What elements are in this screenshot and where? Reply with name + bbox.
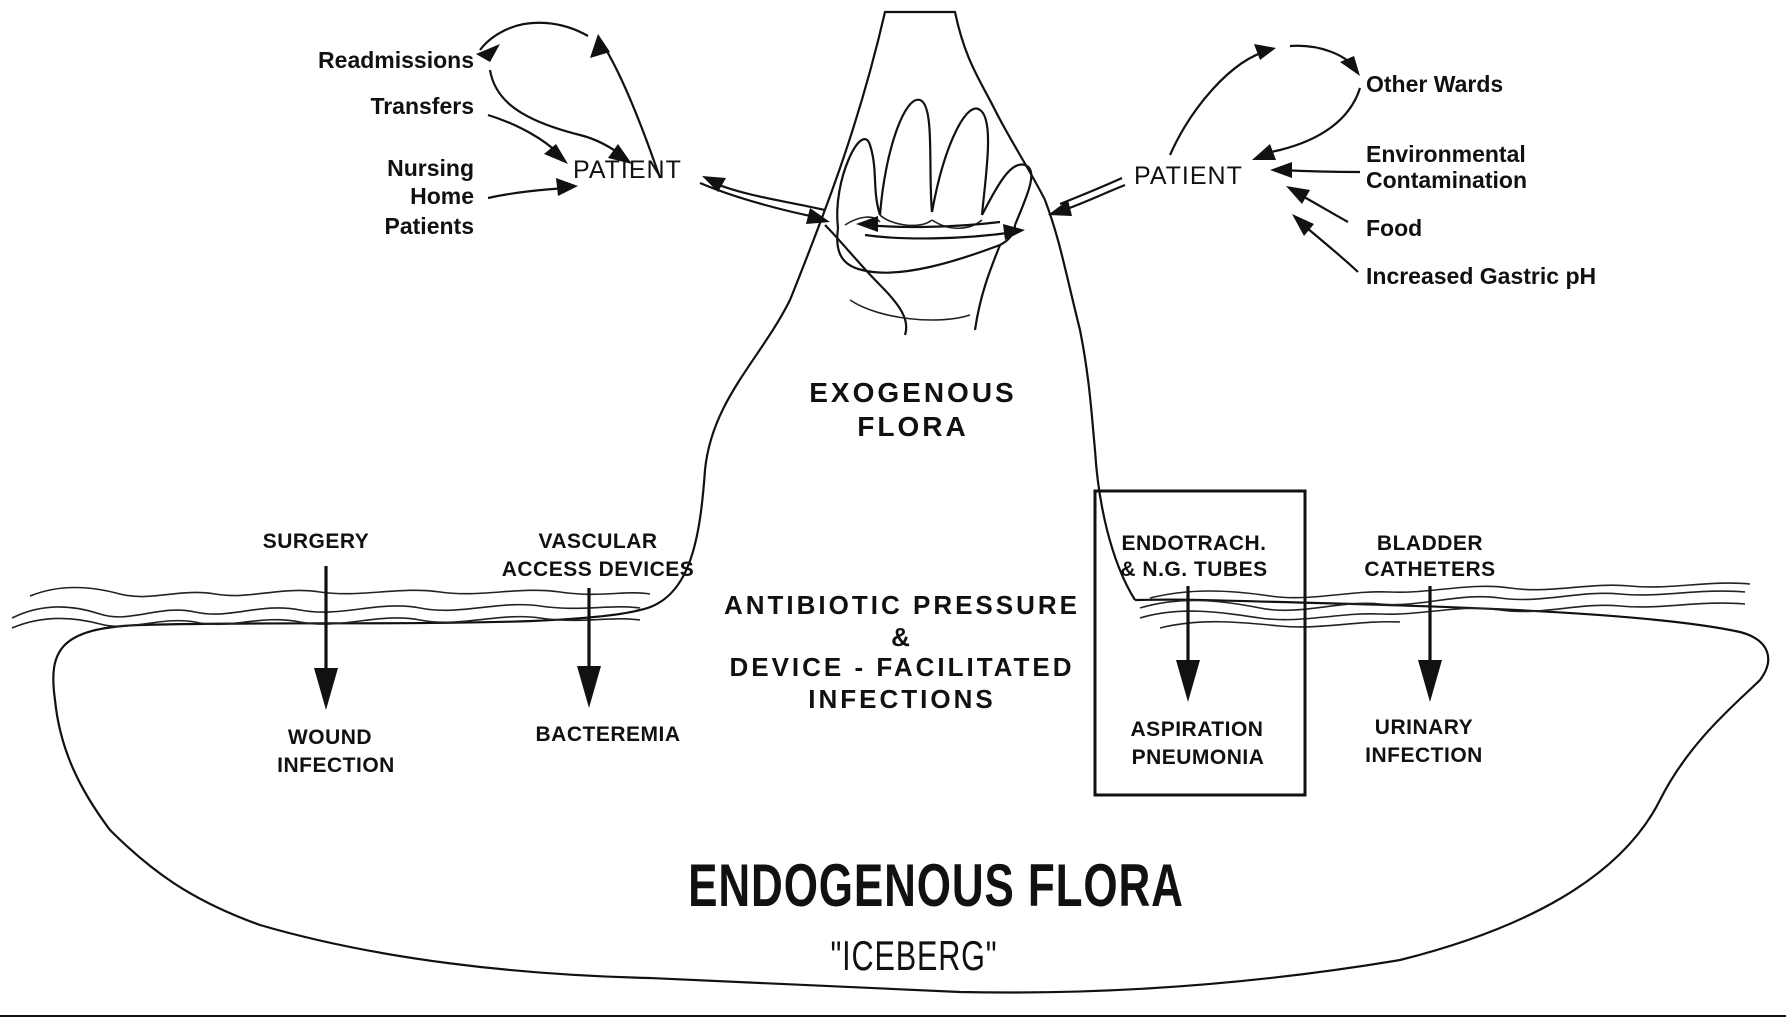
wound-infection-label-2: INFECTION — [277, 754, 395, 777]
endotrach-label-1: ENDOTRACH. — [1122, 532, 1267, 555]
endogenous-flora-title: ENDOGENOUS FLORA — [688, 852, 1184, 919]
endotrach-label-2: & N.G. TUBES — [1120, 558, 1267, 581]
nursing-home-label-1: Nursing — [387, 155, 474, 181]
nursing-home-label-3: Patients — [385, 213, 474, 239]
device-facilitated-label: DEVICE - FACILITATED — [729, 652, 1074, 682]
aspiration-label-2: PNEUMONIA — [1132, 746, 1265, 769]
surgery-label: SURGERY — [263, 530, 370, 553]
patient-right-label: PATIENT — [1134, 162, 1243, 190]
readmissions-label: Readmissions — [318, 47, 474, 73]
vascular-label-1: VASCULAR — [538, 530, 657, 553]
exogenous-label-1: EXOGENOUS — [809, 377, 1016, 408]
bladder-label-1: BLADDER — [1377, 532, 1483, 555]
right-cycle-arrows — [1048, 44, 1360, 272]
environmental-label-2: Contamination — [1366, 167, 1527, 193]
patient-left-label: PATIENT — [573, 156, 682, 184]
bladder-arrow-head — [1418, 660, 1442, 702]
nursing-home-label-2: Home — [410, 183, 474, 209]
endotrach-arrow-head — [1176, 660, 1200, 702]
environmental-label-1: Environmental — [1366, 141, 1526, 167]
surgery-arrow-head — [314, 668, 338, 710]
gastric-ph-label: Increased Gastric pH — [1366, 263, 1596, 289]
bladder-label-2: CATHETERS — [1364, 558, 1495, 581]
infections-label: INFECTIONS — [808, 684, 995, 714]
vascular-label-2: ACCESS DEVICES — [502, 558, 695, 581]
antibiotic-pressure-label: ANTIBIOTIC PRESSURE — [724, 590, 1080, 620]
iceberg-peak-outline — [640, 12, 1135, 610]
iceberg-subtitle: "ICEBERG" — [830, 932, 997, 979]
food-label: Food — [1366, 215, 1422, 241]
vascular-arrow-head — [577, 666, 601, 708]
wound-infection-label-1: WOUND — [288, 726, 372, 749]
urinary-label-1: URINARY — [1375, 716, 1473, 739]
hand-drawing — [825, 100, 1031, 335]
urinary-label-2: INFECTION — [1365, 744, 1483, 767]
other-wards-label: Other Wards — [1366, 71, 1503, 97]
exogenous-label-2: FLORA — [857, 411, 968, 442]
aspiration-label-1: ASPIRATION — [1131, 718, 1264, 741]
ampersand-label: & — [891, 622, 913, 652]
bacteremia-label: BACTEREMIA — [536, 723, 681, 746]
left-patient-hand-arrows — [700, 176, 1025, 240]
transfers-label: Transfers — [370, 93, 474, 119]
